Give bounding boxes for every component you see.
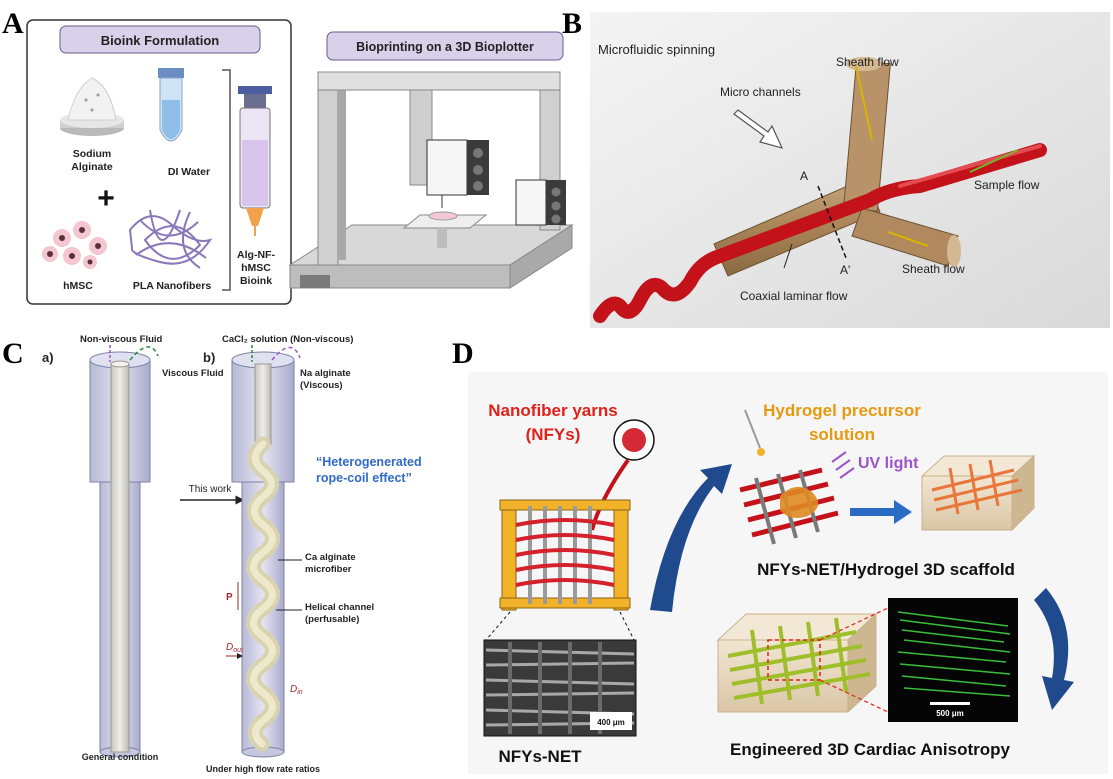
microfluidic-title: Microfluidic spinning [598,42,715,57]
di-water-tube-icon [158,68,184,142]
general-condition-label: General condition [82,752,159,762]
ca-alginate-label-1: Ca alginate [305,552,356,563]
confocal-image: 500 μm [888,598,1018,722]
bracket [222,69,231,291]
sub-b-label: b) [203,350,215,365]
process-arrow-3 [1034,588,1074,710]
bioprint-title-box [326,31,564,61]
cardiac-zoom-line-top [819,607,889,641]
helical-label-2: (perfusable) [305,614,359,625]
process-arrow-2 [850,500,912,524]
d-in-label: Din [290,684,303,696]
tube-a-illustration [89,351,151,758]
helical-label-1: Helical channel [305,602,374,613]
panel-letter-d: D [452,337,474,370]
hmsc-label: hMSC [63,280,93,292]
sodium-label-2: Alginate [71,161,113,173]
panel-b: B Microfluidic spinning Micro channels S… [562,7,1110,328]
coaxial-leader [783,243,793,269]
anisotropy-label: Engineered 3D Cardiac Anisotropy [730,740,1010,759]
fiber-highlight [898,144,1042,188]
section-line [817,185,847,259]
micro-channels-label: Micro channels [720,85,801,99]
high-flow-label: Under high flow rate ratios [206,764,320,774]
panel-letter-a: A [2,7,24,40]
nfy-title-1: Nanofiber yarns [488,401,617,420]
bioplotter-illustration [288,71,574,289]
bioink-label-1: Alg-NF- [237,249,275,261]
sample-arrow [969,149,1019,173]
this-work-label: This work [189,484,233,495]
non-viscous-label: Non-viscous Fluid [80,334,163,345]
hydrogel-mesh-icon [739,467,839,545]
pla-label: PLA Nanofibers [133,280,212,292]
sub-a-label: a) [42,350,54,365]
sheath-arrow-bottom [887,231,929,247]
zoom-line-left [485,611,511,641]
sample-flow-label: Sample flow [974,178,1040,192]
bioink-label-3: Bioink [240,275,272,287]
na-alginate-arrow [271,346,301,361]
cacl2-label: CaCl₂ solution (Non-viscous) [222,334,353,345]
drop-icon [757,448,765,456]
sodium-label-1: Sodium [73,148,112,160]
cardiac-zoom-line-bottom [819,679,889,713]
panel-letter-b: B [562,7,582,40]
di-water-label: DI Water [168,166,210,178]
nfys-net-label: NFYs-NET [498,747,582,766]
effect-label-1: “Heterogenerated [316,455,422,469]
viscous-label: Viscous Fluid [162,368,224,379]
d-out-label: Dout [226,642,244,654]
bioink-syringe-icon [238,86,272,236]
yarn-ball-icon [622,428,646,452]
uv-rays-icon [831,451,855,479]
panel-d: D Nanofiber yarns (NFYs) [452,337,1108,774]
panel-c: C a) b) Non-viscous Fluid Viscous Fluid … [2,334,422,774]
sheath-flow-bottom-label: Sheath flow [902,262,965,276]
section-a-prime-label: A' [840,263,850,277]
ca-alginate-label-2: microfiber [305,564,352,575]
red-fiber-icon [593,143,1047,323]
pitch-label: P [226,592,233,603]
zoom-line-right [619,611,635,641]
hydrogel-label-1: Hydrogel precursor [763,401,921,420]
micro-channels-arrow-icon [733,109,784,149]
bioink-title: Bioink Formulation [101,33,220,48]
effect-label-2: rope-coil effect” [316,471,412,485]
sem-scale-label: 400 μm [597,718,625,727]
coaxial-label: Coaxial laminar flow [740,289,848,303]
sodium-alginate-icon [60,77,124,136]
bioink-title-box [59,25,261,54]
sem-image: 400 μm [483,639,637,737]
panel-a: A Bioink Formulation Sodium Alginate DI … [2,7,574,305]
section-a-label: A [800,169,808,183]
pla-nanofibers-icon [128,209,213,269]
process-arrow-1 [650,464,732,612]
na-alginate-label-2: (Viscous) [300,380,343,391]
nfys-net-frame [499,499,631,611]
nfy-title-2: (NFYs) [526,425,581,444]
panel-letter-c: C [2,337,24,370]
tube-b-illustration [231,351,295,758]
bioprint-title: Bioprinting on a 3D Bioplotter [356,40,534,54]
hmsc-cells-icon [42,221,107,269]
uv-label: UV light [858,455,919,472]
na-alginate-label-1: Na alginate [300,368,351,379]
bioink-label-2: hMSC [241,262,271,274]
yarn-strand [590,458,630,531]
sheath-flow-top-label: Sheath flow [836,55,899,69]
hydrogel-label-2: solution [809,425,875,444]
cardiac-box-icon [716,612,878,714]
scaffold-box-icon [920,454,1036,532]
sheath-arrow-top [855,65,873,141]
viscous-arrow [129,346,159,361]
pipette-icon [744,409,761,449]
confocal-scale-label: 500 μm [936,709,964,718]
scaffold-label: NFYs-NET/Hydrogel 3D scaffold [757,560,1015,579]
plus-sign: + [97,182,115,215]
